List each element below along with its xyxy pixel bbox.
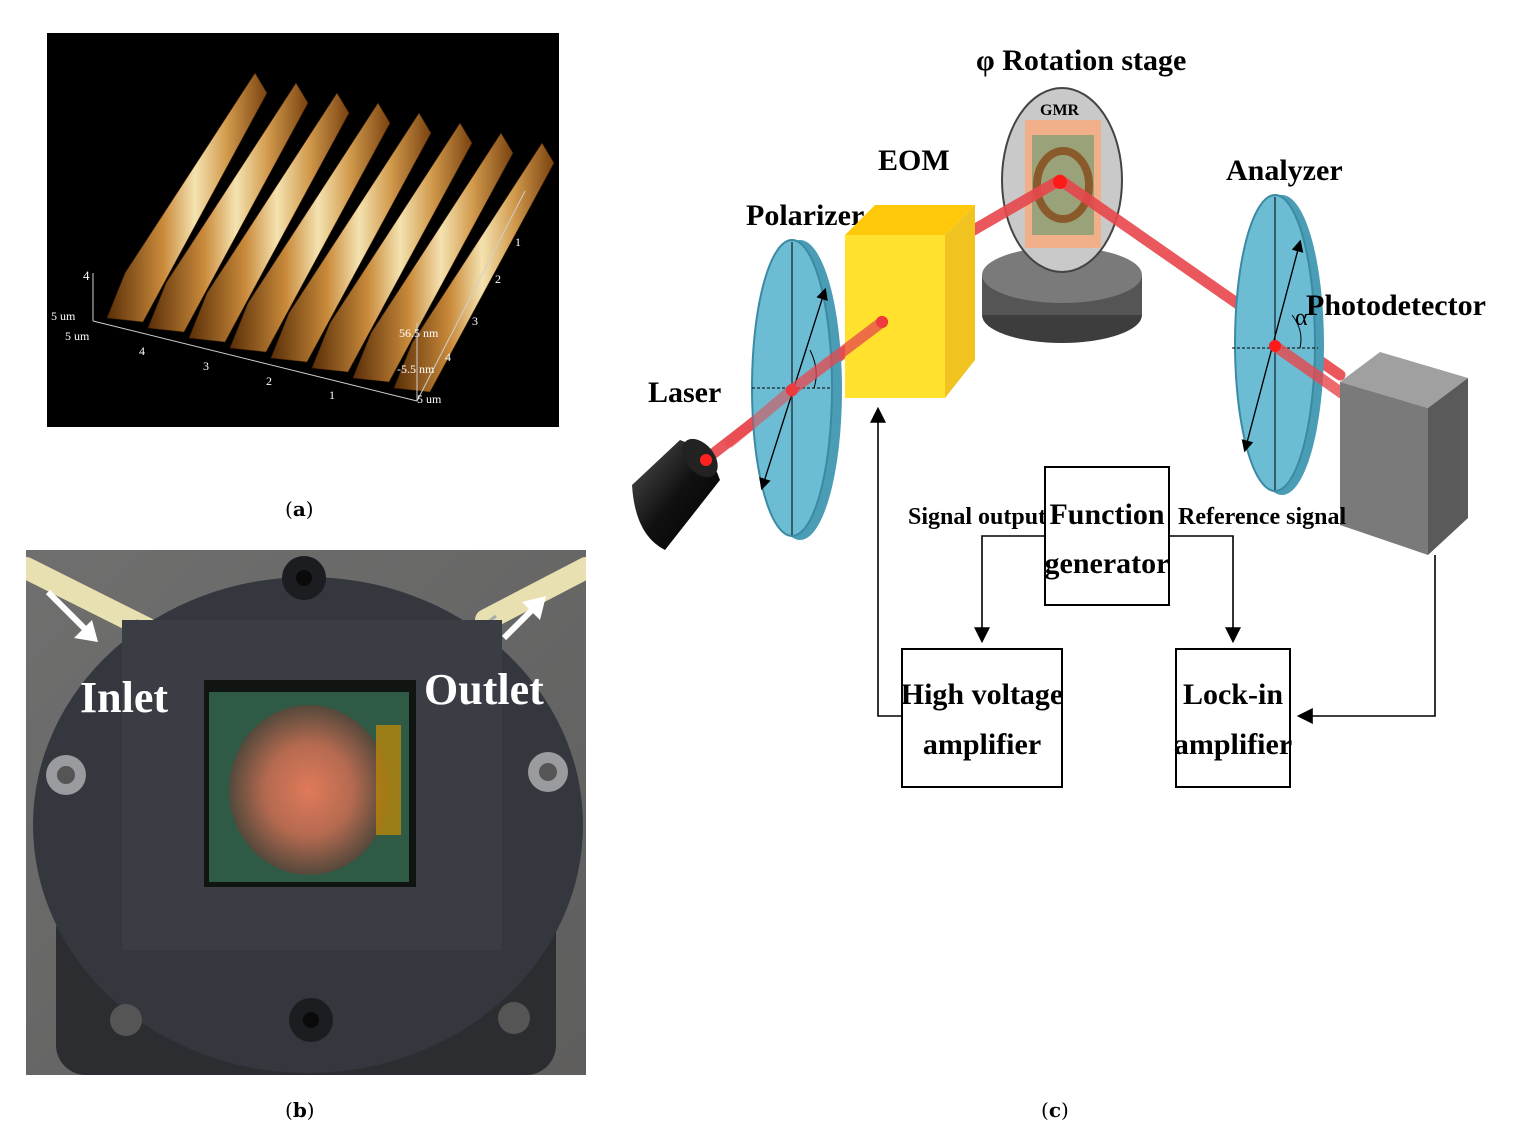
- afm-ridge: [147, 82, 309, 333]
- afm-ridge: [229, 102, 391, 353]
- caption-a: (a): [285, 497, 314, 521]
- photodetector: [1340, 352, 1468, 555]
- eom-crystal: [845, 205, 975, 398]
- tape-strip: [376, 725, 401, 835]
- outlet-arrow: [501, 596, 546, 641]
- afm-x-tick-1: 1: [329, 388, 335, 402]
- afm-ridge: [270, 112, 432, 363]
- gmr-sensor-area: [229, 705, 389, 875]
- rotation-stage-label: φ Rotation stage: [976, 44, 1186, 77]
- rotation-stage: [982, 87, 1142, 343]
- afm-x-tick-4: 4: [139, 344, 145, 358]
- function-generator-line2: generator: [1045, 547, 1170, 580]
- signal-wires: [870, 406, 1436, 724]
- hv-amplifier-line2: amplifier: [923, 728, 1041, 761]
- afm-height-max-label: 56.5 nm: [399, 326, 439, 340]
- laser-label: Laser: [648, 376, 721, 409]
- gmr-label: GMR: [1040, 102, 1080, 119]
- afm-surface-plot: 4 5 um 5 um 4 3 2 1 1 2 3 4 56.5 nm -5.5…: [47, 33, 559, 427]
- afm-y-tick-2: 2: [495, 272, 501, 286]
- setup-schematic: Laser Polarizer EOM GMR φ Rotation stage: [632, 44, 1486, 788]
- afm-height-min-label: -5.5 nm: [397, 362, 435, 376]
- hv-amplifier-box: [901, 648, 1063, 788]
- outlet-tube: [475, 557, 597, 631]
- afm-x-tick-3: 3: [203, 359, 209, 373]
- inlet-tube: [15, 557, 157, 639]
- alpha-label: α: [1295, 305, 1308, 331]
- lockin-amplifier-line1: Lock-in: [1183, 678, 1283, 711]
- lockin-amplifier-line2: amplifier: [1174, 728, 1292, 761]
- afm-ridge: [393, 142, 555, 393]
- flow-cell-photo: Inlet Outlet: [15, 550, 597, 1075]
- afm-y-tick-1: 1: [515, 235, 521, 249]
- screws: [46, 556, 568, 1042]
- polarizer-label: Polarizer: [746, 199, 864, 232]
- function-generator-line1: Function: [1049, 498, 1164, 531]
- inlet-label: Inlet: [80, 673, 168, 722]
- afm-x-tick-2: 2: [266, 374, 272, 388]
- setup-schematic-panel: Laser Polarizer EOM GMR φ Rotation stage: [620, 30, 1520, 800]
- afm-image-panel: 4 5 um 5 um 4 3 2 1 1 2 3 4 56.5 nm -5.5…: [47, 33, 559, 427]
- reference-signal-label: Reference signal: [1178, 504, 1347, 530]
- function-generator-box: [1044, 466, 1170, 606]
- flow-cell-photo-panel: Inlet Outlet: [15, 550, 597, 1075]
- inlet-arrow: [45, 589, 98, 642]
- afm-ridges: [106, 72, 555, 393]
- caption-b: (b): [285, 1098, 315, 1122]
- afm-ridge: [188, 92, 350, 343]
- afm-y-end-right-label: 5 um: [417, 392, 442, 406]
- analyzer-label: Analyzer: [1226, 154, 1343, 187]
- caption-c: (c): [1041, 1098, 1069, 1122]
- afm-y-tick-3: 3: [472, 314, 478, 328]
- afm-ridge: [311, 122, 473, 373]
- lockin-amplifier-box: [1175, 648, 1291, 788]
- afm-ridge: [352, 132, 514, 383]
- afm-y-end-left-label: 5 um: [51, 309, 76, 323]
- afm-ridge: [106, 72, 268, 323]
- afm-z-top-label: 4: [83, 268, 90, 283]
- afm-y-tick-4: 4: [445, 350, 451, 364]
- photodetector-label: Photodetector: [1306, 289, 1486, 322]
- signal-output-label: Signal output: [908, 504, 1046, 530]
- afm-axes: [92, 190, 526, 402]
- afm-x-start-label: 5 um: [65, 329, 90, 343]
- outlet-label: Outlet: [424, 665, 544, 714]
- eom-label: EOM: [878, 144, 950, 177]
- hv-amplifier-line1: High voltage: [901, 678, 1064, 711]
- laser-source: [632, 438, 720, 550]
